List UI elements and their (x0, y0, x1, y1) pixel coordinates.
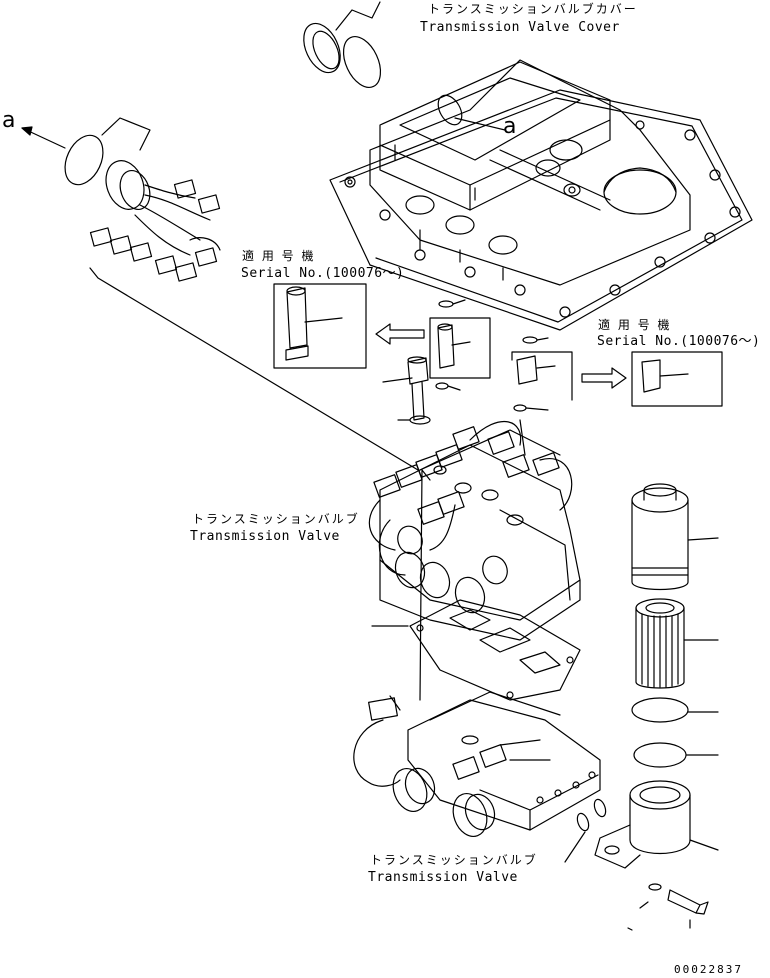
wire-harness (89, 117, 419, 471)
serial-box-middle (429, 299, 491, 379)
valve-cover-label-jp: トランスミッションバルブカバー (428, 2, 638, 16)
valve-upper-label-en: Transmission Valve (190, 529, 340, 544)
replacement-arrow-right (581, 367, 627, 389)
filter-case (631, 483, 719, 591)
filter-bolt (627, 883, 709, 931)
filter-base (594, 780, 719, 869)
seal-ring-pair (303, 1, 382, 88)
replacement-arrow-left (375, 323, 425, 345)
serial-label-en-left: Serial No.(100076～) (241, 266, 405, 281)
filter-o-ring (631, 697, 719, 723)
separator-plate-gasket (409, 599, 581, 701)
arrow-to-callout-a-left (21, 126, 66, 149)
harness-o-ring (64, 134, 104, 186)
transmission-valve-lower (353, 691, 601, 837)
lower-valve-o-rings (564, 798, 607, 863)
transmission-valve-upper (368, 419, 581, 641)
callout-a-left: a (2, 108, 16, 133)
serial-box-right-source (511, 336, 573, 401)
valve-lower-label-en: Transmission Valve (368, 870, 518, 885)
serial-box-right (631, 351, 723, 407)
callout-a-right: a (503, 114, 517, 139)
valve-lower-label-jp: トランスミッションバルブ (370, 853, 538, 867)
filter-gasket-disc (633, 742, 719, 768)
mounting-bolt (382, 356, 549, 425)
transmission-valve-cover (329, 59, 753, 331)
serial-box-left (273, 283, 367, 369)
serial-label-en-right: Serial No.(100076～) (597, 334, 761, 349)
filter-element (635, 598, 719, 689)
valve-upper-label-jp: トランスミッションバルブ (192, 512, 360, 526)
serial-label-jp-left: 適 用 号 機 (242, 249, 316, 263)
drawing-number: 00022837 (674, 963, 743, 976)
serial-label-jp-right: 適 用 号 機 (598, 318, 672, 332)
valve-cover-label-en: Transmission Valve Cover (420, 20, 620, 35)
